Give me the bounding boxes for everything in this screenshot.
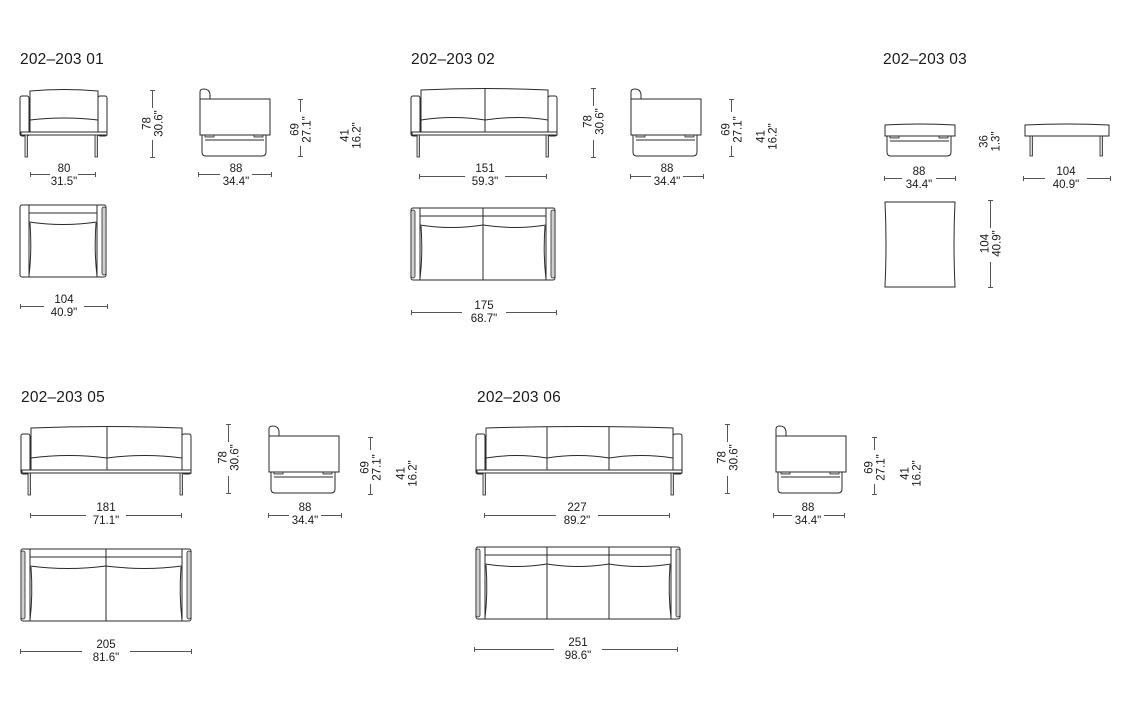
front-width-in: 71.1" — [92, 515, 120, 527]
arm-height-cm: 69 — [720, 123, 733, 136]
side-view-drawing — [630, 88, 702, 157]
arm-height-in: 27.1" — [875, 454, 888, 481]
arm-height-in: 27.1" — [301, 116, 314, 143]
side-view-drawing — [884, 123, 956, 157]
top-width-in: 98.6" — [564, 650, 592, 662]
height-cm: 36 — [978, 135, 991, 148]
seat-height-in: 16.2" — [351, 122, 364, 149]
side-depth-cm: 88 — [660, 163, 674, 175]
side-depth-in: 34.4" — [222, 176, 250, 188]
model-title: 202–203 01 — [20, 51, 104, 68]
front-width-in: 31.5" — [50, 176, 78, 188]
front-width-in: 40.9" — [1052, 179, 1080, 191]
side-depth-cm: 88 — [912, 166, 926, 178]
arm-height-in: 27.1" — [732, 116, 745, 143]
height-cm: 78 — [716, 451, 729, 464]
top-width-cm: 104 — [54, 294, 74, 306]
arm-height-cm: 69 — [289, 123, 302, 136]
top-width-cm: 251 — [568, 637, 588, 649]
top-width-in: 40.9" — [50, 307, 78, 319]
front-width-in: 59.3" — [471, 176, 499, 188]
model-title: 202–203 05 — [21, 389, 105, 406]
top-view-drawing — [20, 548, 192, 622]
height-in: 30.6" — [594, 108, 607, 135]
top-view-drawing — [884, 201, 956, 288]
height-cm: 78 — [582, 115, 595, 128]
side-depth-in: 34.4" — [794, 515, 822, 527]
height-cm: 78 — [217, 451, 230, 464]
front-view-drawing — [1024, 123, 1110, 157]
front-width-in: 89.2" — [563, 515, 591, 527]
side-view-drawing — [199, 88, 271, 157]
height-in: 30.6" — [153, 110, 166, 137]
side-view-drawing — [268, 425, 340, 494]
top-width-in: 68.7" — [470, 313, 498, 325]
side-depth-in: 34.4" — [291, 515, 319, 527]
side-depth-cm: 88 — [229, 163, 243, 175]
top-view-drawing — [475, 546, 681, 620]
top-width-cm: 175 — [474, 300, 494, 312]
front-view-drawing — [19, 89, 108, 158]
top-width-in: 81.6" — [92, 652, 120, 664]
side-depth-cm: 88 — [298, 502, 312, 514]
top-depth-cm: 104 — [979, 233, 992, 254]
front-width-cm: 227 — [567, 502, 587, 514]
seat-height-in: 16.2" — [407, 460, 420, 487]
height-in: 30.6" — [728, 444, 741, 471]
arm-height-cm: 69 — [863, 461, 876, 474]
front-view-drawing — [20, 426, 192, 496]
front-width-cm: 181 — [96, 502, 116, 514]
side-depth-cm: 88 — [801, 502, 815, 514]
seat-height-cm: 41 — [395, 467, 408, 480]
top-width-cm: 205 — [96, 639, 116, 651]
seat-height-in: 16.2" — [911, 460, 924, 487]
arm-height-cm: 69 — [359, 461, 372, 474]
top-view-drawing — [410, 207, 556, 281]
top-depth-in: 40.9" — [991, 230, 1004, 257]
seat-height-cm: 41 — [339, 129, 352, 142]
front-width-cm: 80 — [57, 163, 71, 175]
front-width-cm: 104 — [1056, 166, 1076, 178]
seat-height-cm: 41 — [755, 130, 768, 143]
front-view-drawing — [410, 88, 558, 158]
top-view-drawing — [19, 204, 107, 278]
side-depth-in: 34.4" — [653, 176, 681, 188]
side-view-drawing — [775, 425, 847, 494]
model-title: 202–203 06 — [477, 389, 561, 406]
seat-height-cm: 41 — [899, 467, 912, 480]
height-in: 1.3" — [990, 131, 1003, 152]
front-width-cm: 151 — [475, 163, 495, 175]
height-cm: 78 — [141, 117, 154, 130]
model-title: 202–203 03 — [883, 51, 967, 68]
seat-height-in: 16.2" — [767, 123, 780, 150]
arm-height-in: 27.1" — [371, 454, 384, 481]
model-title: 202–203 02 — [411, 51, 495, 68]
height-in: 30.6" — [229, 444, 242, 471]
front-view-drawing — [475, 426, 683, 496]
side-depth-in: 34.4" — [905, 179, 933, 191]
